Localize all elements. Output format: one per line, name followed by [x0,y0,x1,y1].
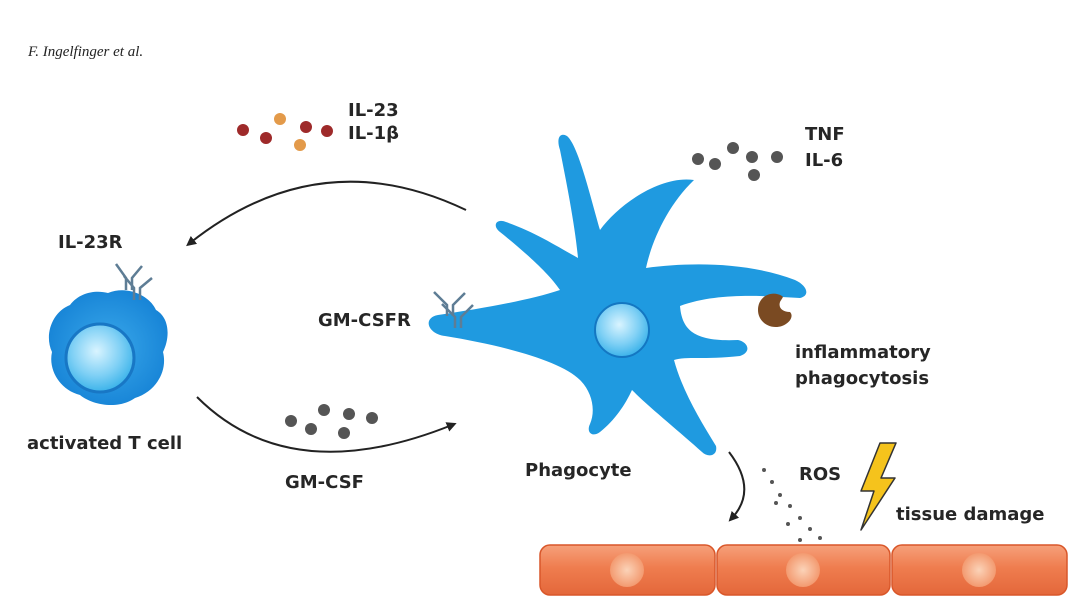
cytokine-dot [366,412,378,424]
cytokine-dot [771,151,783,163]
activated-t-cell [48,290,168,406]
il23r-receptor-icon [114,263,153,300]
cytokine-dot [692,153,704,165]
cytokine-dot [318,404,330,416]
cytokine-dot [746,151,758,163]
cytokine-dot [300,121,312,133]
cytokine-dot [727,142,739,154]
label-gmcsf: GM-CSF [285,472,364,493]
tissue-cell-nucleus [786,553,820,587]
cytokine-dot [748,169,760,181]
label-il23r: IL-23R [58,232,123,253]
cytokine-dot [274,113,286,125]
cytokine-dot [237,124,249,136]
phagocyte-cell [428,134,807,456]
cytokine-dot [285,415,297,427]
label-tnf: TNF [805,124,845,145]
tnf-il6-cytokines [692,142,783,181]
label-il6: IL-6 [805,150,844,171]
tissue-cell-nucleus [610,553,644,587]
label-gmcsfr: GM-CSFR [318,310,411,331]
gmcsf-cytokines [285,404,378,439]
tissue-cells [539,544,1068,596]
gmcsfr-receptor-icon [433,291,474,328]
label-phagocyte: Phagocyte [525,460,632,481]
cytokine-dot [305,423,317,435]
ros-particles [762,468,822,542]
phagocyte-nucleus [594,302,650,358]
label-il23: IL-23 [348,100,399,121]
label-activated-t-cell: activated T cell [27,433,183,454]
label-phagocytosis: phagocytosis [795,368,930,389]
il23-il1b-cytokines [237,113,333,151]
engulfed-particle [758,293,792,328]
author-citation: F. Ingelfinger et al. [28,44,144,60]
tissue-cell-nucleus [962,553,996,587]
t-cell-nucleus [64,322,136,394]
cytokine-dot [338,427,350,439]
arrow-to-phagocyte [196,396,457,453]
cytokine-dot [260,132,272,144]
arrow-to-tissue [728,451,746,522]
cytokine-dot [294,139,306,151]
label-il1b: IL-1β [348,123,400,144]
label-ros: ROS [799,464,842,485]
arrow-to-t-cell [186,180,467,247]
cytokine-dot [709,158,721,170]
cytokine-dot [343,408,355,420]
lightning-bolt-icon [860,442,897,531]
label-tissue-damage: tissue damage [896,504,1045,525]
label-inflammatory: inflammatory [795,342,931,363]
cytokine-dot [321,125,333,137]
